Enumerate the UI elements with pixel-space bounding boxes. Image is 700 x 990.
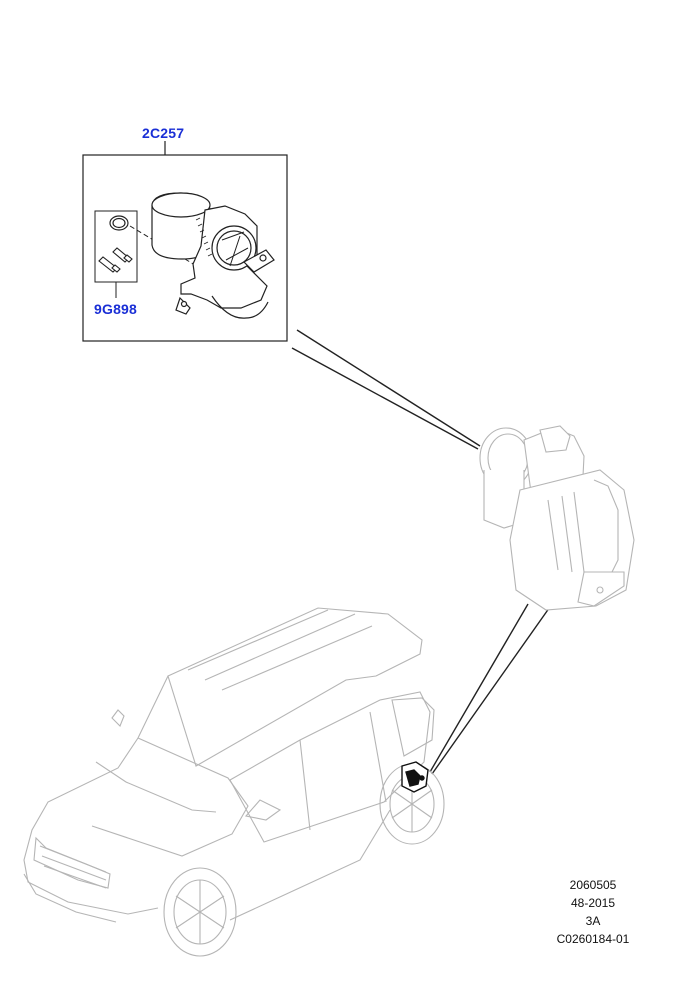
brake-caliper-icon [479, 425, 635, 611]
suv-vehicle-icon [23, 607, 445, 957]
reference-line-1: 2060505 [569, 878, 617, 892]
brake-actuator-motor-icon [151, 192, 275, 319]
leader-lines [291, 329, 553, 775]
o-ring-icon [109, 215, 129, 231]
wheel-caliper-marker [401, 761, 429, 793]
kit-box [94, 210, 138, 298]
part-label-kit: 9G898 [94, 301, 138, 317]
reference-line-2: 48-2015 [570, 896, 616, 910]
part-label-actuator: 2C257 [142, 125, 185, 141]
reference-line-4: C0260184-01 [556, 932, 630, 946]
detail-box [82, 141, 288, 342]
reference-block: 2060505 48-2015 3A C0260184-01 [548, 876, 638, 948]
reference-line-3: 3A [585, 914, 601, 928]
bolt-icon [98, 247, 133, 273]
